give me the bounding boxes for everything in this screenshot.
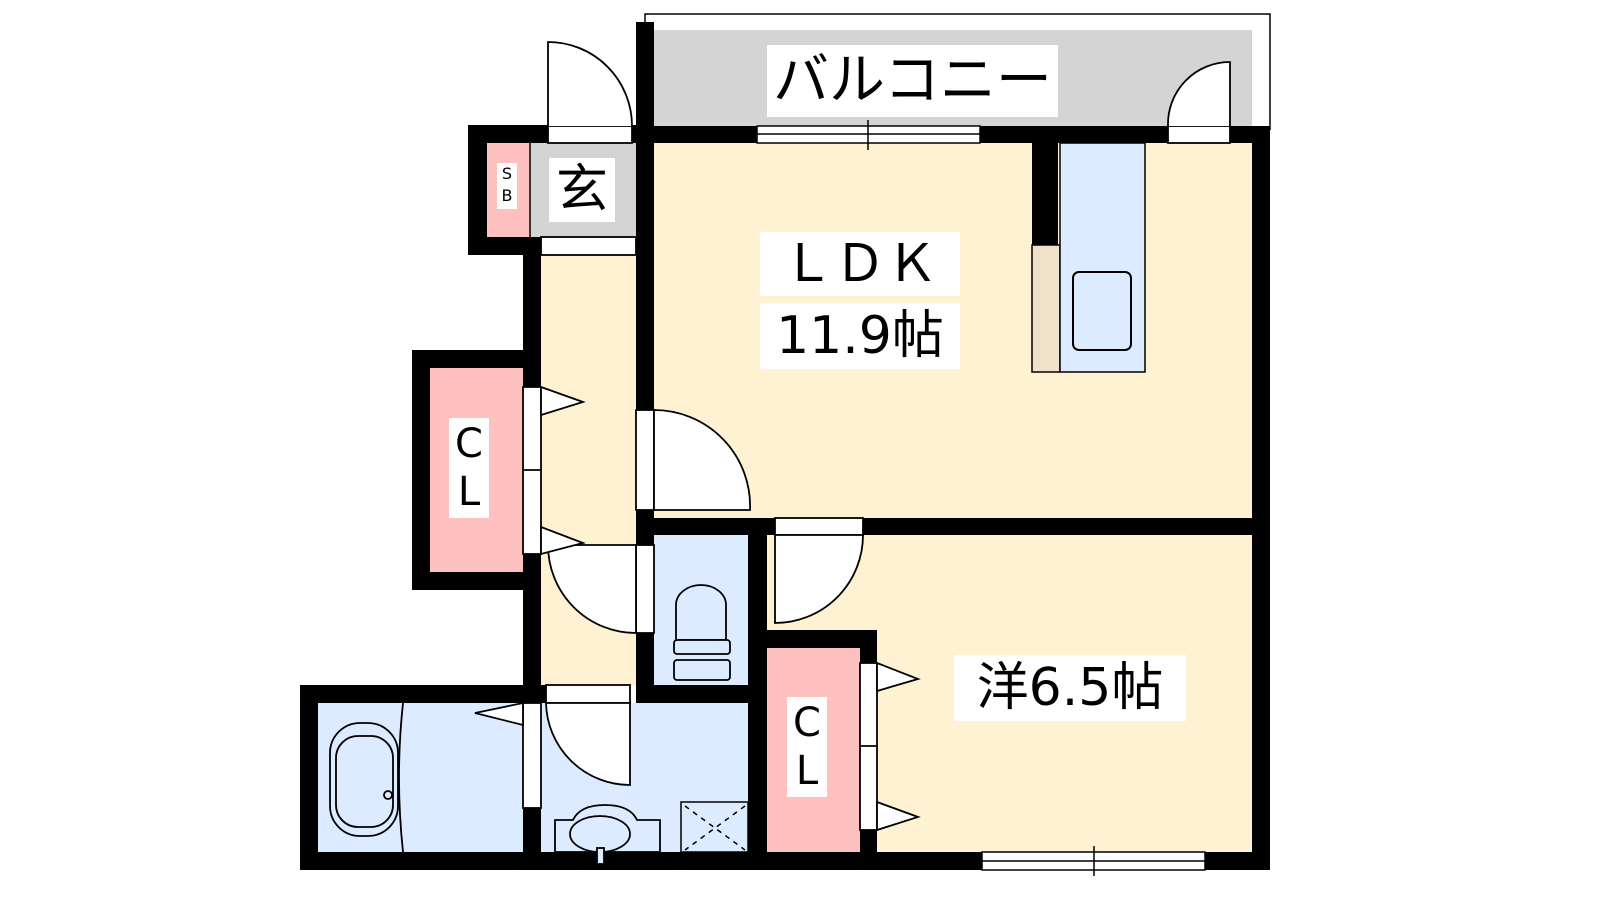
- closet-hall-c: C: [455, 421, 483, 467]
- balcony-label: バルコニー: [767, 45, 1058, 117]
- toilet-icon: [673, 584, 731, 681]
- closet-hall-label: C L: [449, 418, 489, 518]
- closet-room-c: C: [793, 700, 821, 746]
- washing-machine-space: [680, 801, 749, 853]
- window-top: [756, 120, 981, 150]
- shoe-box-label-b: B: [501, 186, 513, 205]
- kitchen-side: [1031, 244, 1061, 373]
- closet-room-l: L: [795, 748, 819, 794]
- shoe-box-label-s: S: [501, 164, 513, 183]
- entrance-label: 玄: [549, 158, 615, 222]
- closet-room-label: C L: [787, 697, 827, 797]
- western-room-label: 洋6.5帖: [954, 655, 1186, 721]
- doors: [474, 41, 1231, 832]
- ldk-size: 11.9帖: [760, 303, 960, 369]
- window-bottom: [981, 846, 1206, 876]
- sink-icon: [1072, 271, 1132, 351]
- washbasin-icon: [554, 804, 661, 865]
- closet-hall-l: L: [457, 469, 481, 515]
- bathtub-icon: [329, 702, 404, 853]
- ldk-name: ＬＤＫ: [760, 232, 960, 296]
- shoe-box-label: S B: [497, 163, 517, 209]
